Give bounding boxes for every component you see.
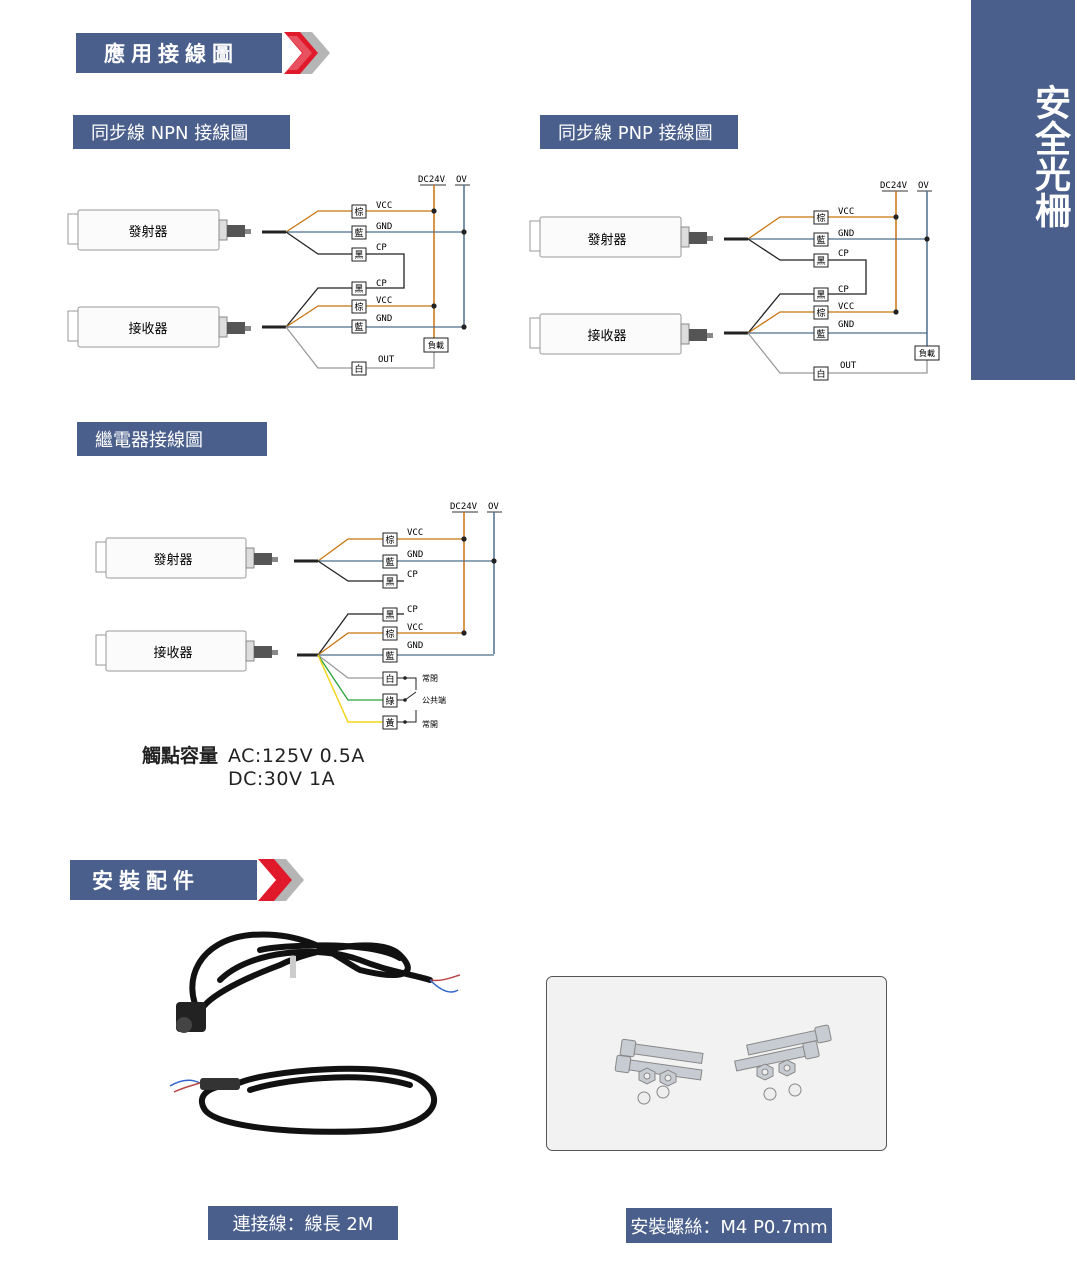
svg-text:藍: 藍 xyxy=(385,556,394,568)
svg-text:CP: CP xyxy=(376,243,387,253)
svg-text:發射器: 發射器 xyxy=(153,552,192,568)
svg-text:常開: 常開 xyxy=(422,720,438,729)
svg-text:GND: GND xyxy=(407,641,423,651)
contact-capacity-dc: DC:30V 1A xyxy=(228,768,336,790)
dc24v-label: DC24V xyxy=(418,175,446,185)
svg-text:藍: 藍 xyxy=(385,650,394,662)
svg-text:CP: CP xyxy=(838,285,849,295)
svg-text:GND: GND xyxy=(407,550,423,560)
svg-text:接收器: 接收器 xyxy=(153,645,192,661)
svg-text:白: 白 xyxy=(354,363,363,375)
section-title-accessories: 安裝配件 xyxy=(92,869,200,893)
svg-text:發射器: 發射器 xyxy=(587,232,626,248)
emitter-label: 發射器 xyxy=(128,224,167,240)
cable-image xyxy=(169,931,460,1135)
svg-text:DC24V: DC24V xyxy=(880,181,908,191)
svg-text:接收器: 接收器 xyxy=(587,328,626,344)
chevron-arrow-icon xyxy=(258,859,304,901)
svg-text:OUT: OUT xyxy=(840,361,857,371)
svg-text:OV: OV xyxy=(918,181,929,191)
svg-text:GND: GND xyxy=(376,222,392,232)
side-title: 安全光柵 xyxy=(1029,84,1070,228)
npn-subtitle: 同步線 NPN 接線圖 xyxy=(73,115,290,149)
svg-text:黑: 黑 xyxy=(816,256,825,267)
svg-text:黑: 黑 xyxy=(816,290,825,301)
npn-wiring-diagram: DC24V OV 發射器 接收器 棕 藍 黑 黑 棕 藍 白 負載 VC xyxy=(67,175,470,376)
svg-text:藍: 藍 xyxy=(816,234,825,246)
svg-text:綠: 綠 xyxy=(385,695,394,707)
svg-text:黑: 黑 xyxy=(385,577,394,588)
svg-text:黑: 黑 xyxy=(385,610,394,621)
svg-text:藍: 藍 xyxy=(354,321,363,333)
svg-text:棕: 棕 xyxy=(816,212,825,224)
svg-text:棕: 棕 xyxy=(354,301,363,313)
svg-text:白: 白 xyxy=(385,673,394,685)
svg-text:棕: 棕 xyxy=(385,534,394,546)
svg-text:CP: CP xyxy=(376,279,387,289)
svg-text:CP: CP xyxy=(407,605,418,615)
svg-text:負載: 負載 xyxy=(919,348,935,358)
svg-text:藍: 藍 xyxy=(354,227,363,239)
svg-text:GND: GND xyxy=(838,229,854,239)
svg-text:GND: GND xyxy=(376,314,392,324)
svg-text:白: 白 xyxy=(816,368,825,380)
ov-label: OV xyxy=(456,175,467,185)
pnp-wiring-diagram: DC24V OV 發射器 接收器 棕 藍 黑 黑 棕 藍 白 負載 VCC GN… xyxy=(529,181,940,381)
svg-text:DC24V: DC24V xyxy=(450,502,478,512)
svg-text:VCC: VCC xyxy=(838,207,854,217)
svg-text:負載: 負載 xyxy=(428,340,444,350)
contact-capacity: 觸點容量 AC:125V 0.5A DC:30V 1A xyxy=(142,745,365,791)
relay-subtitle: 繼電器接線圖 xyxy=(77,422,267,456)
receiver-label: 接收器 xyxy=(128,321,167,337)
svg-text:黑: 黑 xyxy=(354,284,363,295)
chevron-arrow-icon xyxy=(284,32,330,74)
svg-text:CP: CP xyxy=(407,570,418,580)
svg-text:VCC: VCC xyxy=(407,623,423,633)
svg-text:VCC: VCC xyxy=(376,296,392,306)
svg-text:黑: 黑 xyxy=(354,250,363,261)
section-title-wiring: 應用接線圖 xyxy=(104,42,239,66)
cable-caption: 連接線：線長 2M xyxy=(208,1206,398,1240)
svg-text:公共端: 公共端 xyxy=(422,695,446,705)
svg-text:VCC: VCC xyxy=(376,201,392,211)
svg-text:常閉: 常閉 xyxy=(422,674,438,683)
svg-text:OV: OV xyxy=(488,502,499,512)
svg-text:藍: 藍 xyxy=(816,328,825,340)
svg-text:OUT: OUT xyxy=(378,355,395,365)
side-title-bar: 安全光柵 xyxy=(971,0,1075,380)
svg-text:棕: 棕 xyxy=(354,206,363,218)
svg-text:CP: CP xyxy=(838,249,849,259)
section-header-wiring: 應用接線圖 xyxy=(76,33,282,73)
contact-capacity-label: 觸點容量 xyxy=(142,745,219,767)
svg-text:GND: GND xyxy=(838,320,854,330)
section-header-accessories: 安裝配件 xyxy=(70,860,257,900)
svg-text:棕: 棕 xyxy=(385,628,394,640)
svg-text:VCC: VCC xyxy=(407,528,423,538)
svg-text:VCC: VCC xyxy=(838,302,854,312)
relay-wiring-diagram: DC24V OV 發射器 接收器 棕 藍 黑 黑 棕 藍 白 xyxy=(95,502,502,730)
screw-caption: 安裝螺絲：M4 P0.7mm xyxy=(626,1208,832,1243)
screws-image xyxy=(546,976,887,1151)
contact-capacity-ac: AC:125V 0.5A xyxy=(228,745,365,767)
svg-text:棕: 棕 xyxy=(816,307,825,319)
svg-text:黃: 黃 xyxy=(385,717,394,729)
pnp-subtitle: 同步線 PNP 接線圖 xyxy=(540,115,738,149)
